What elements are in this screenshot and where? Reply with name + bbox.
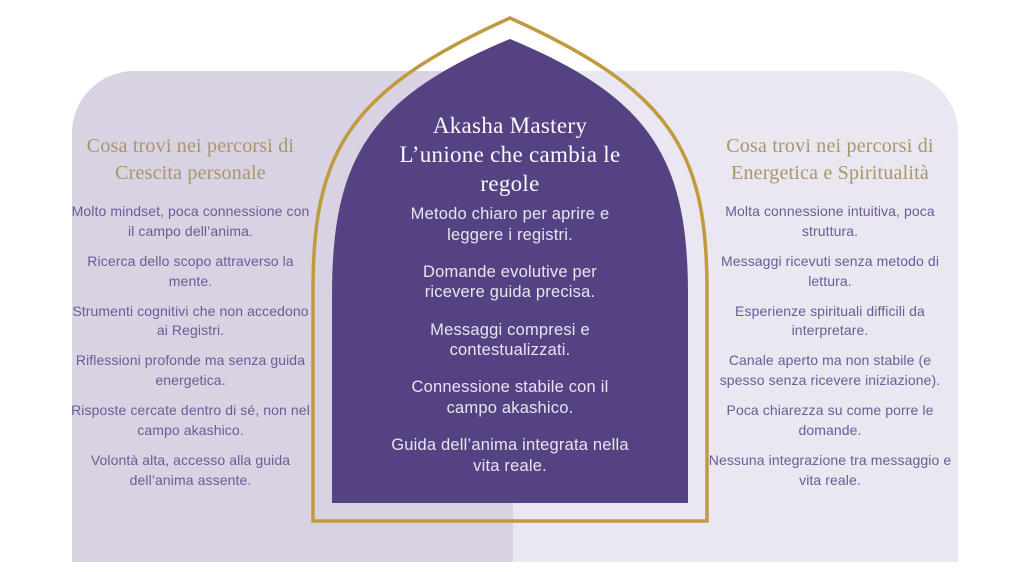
gold-arch-outline (311, 16, 709, 523)
left-header-line-1: Cosa trovi nei percorsi di (86, 135, 295, 157)
right-column-item-6: Nessuna integrazione tra messaggio e vit… (708, 451, 952, 488)
left-header-line-2: Crescita personale (115, 162, 266, 184)
center-column-item-5: Guida dell’anima integrata nella vita re… (391, 436, 629, 475)
center-title-line-1: Akasha Mastery (432, 113, 588, 138)
right-column-item-5: Poca chiarezza su come porre le domande. (726, 402, 934, 438)
right-column-item-2: Messaggi ricevuti senza metodo di lettur… (720, 252, 940, 289)
left-column-header: Cosa trovi nei percorsi di Crescita pers… (70, 133, 311, 187)
left-column-item-4: Riflessioni profonde ma senza guida ener… (75, 352, 306, 389)
center-column-item-1: Metodo chiaro per aprire e leggere i reg… (410, 205, 610, 244)
left-column-item-2: Ricerca dello scopo attraverso la mente. (87, 252, 294, 289)
center-column-item-4: Connessione stabile con il campo akashic… (411, 378, 609, 417)
left-column: Cosa trovi nei percorsi di Crescita pers… (70, 133, 311, 501)
right-column-item-4: Canale aperto ma non stabile (e spesso s… (719, 352, 941, 389)
center-column-item-3: Messaggi compresi e contestualizzati. (430, 320, 590, 360)
right-column-item-3: Esperienze spirituali difficili da inter… (735, 302, 925, 339)
center-title: Akasha Mastery L’unione che cambia le re… (377, 111, 643, 198)
right-header-line-2: Energetica e Spiritualità (731, 162, 929, 184)
center-title-line-2: L’unione che cambia le (399, 142, 621, 167)
right-header-line-1: Cosa trovi nei percorsi di (726, 135, 934, 157)
left-column-item-1: Molto mindset, poca connessione con il c… (71, 203, 310, 239)
left-column-item-3: Strumenti cognitivi che non accedono ai … (72, 302, 309, 339)
right-column: Cosa trovi nei percorsi di Energetica e … (706, 133, 954, 501)
center-column: Akasha Mastery L’unione che cambia le re… (377, 111, 643, 493)
right-column-header: Cosa trovi nei percorsi di Energetica e … (706, 133, 954, 187)
left-column-item-6: Volontà alta, accesso alla guida dell’an… (90, 451, 291, 488)
center-title-line-3: regole (480, 171, 540, 196)
center-column-item-2: Domande evolutive per ricevere guida pre… (423, 262, 597, 302)
right-column-item-1: Molta connessione intuitiva, poca strutt… (725, 203, 935, 239)
left-column-item-5: Risposte cercate dentro di sé, non nel c… (71, 402, 310, 438)
purple-arch-shape (332, 39, 688, 503)
